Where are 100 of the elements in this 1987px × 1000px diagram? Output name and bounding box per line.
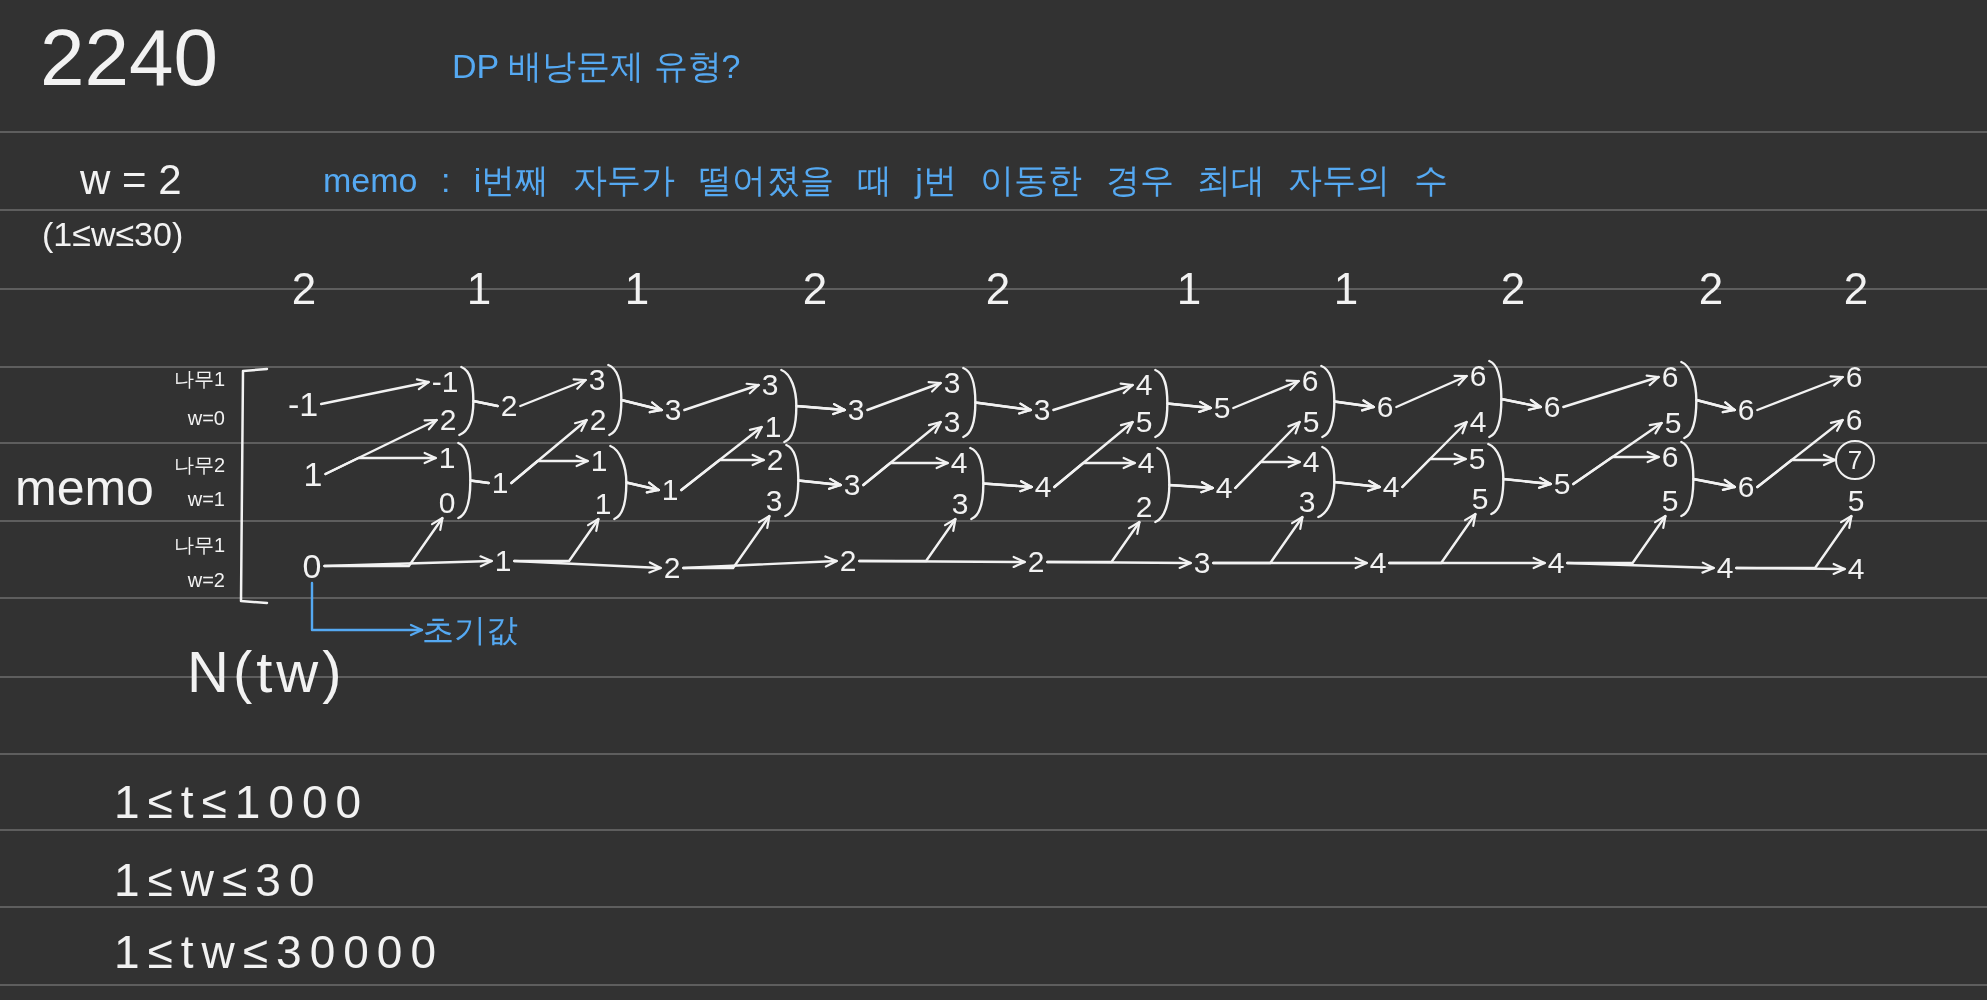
arrow [1234,455,1301,490]
arrow [1046,556,1192,569]
dp-value: 5 [1550,469,1574,499]
arrow [1562,374,1660,409]
matrix-label: memo [15,463,154,513]
note-text: 초기값 [422,614,518,646]
sequence-number: 2 [291,267,317,311]
arrow [510,454,589,485]
bracket-arrow [783,403,846,444]
dp-value: 6 [1842,405,1866,435]
arrow [862,456,949,487]
dp-value: 4 [1134,448,1158,478]
arrow [513,559,662,574]
dp-value: 3 [661,395,685,425]
dp-value: 5 [1844,486,1868,516]
dp-value: 4 [1031,472,1055,502]
constraint-text: 1≤w≤30 [114,857,323,903]
dp-value: 1 [587,446,611,476]
dp-value: 4 [1466,407,1490,437]
bracket-arrow [1488,397,1542,439]
parameter-text: w = 2 [80,159,182,201]
dp-value: 0 [299,549,325,583]
dp-value: 3 [844,395,868,425]
arrow [1735,562,1846,575]
row-label: w=1 [187,489,225,509]
dp-value: 4 [947,448,971,478]
bracket-line [458,399,499,437]
arrow [1388,556,1546,570]
arrow [683,382,760,412]
arrow [858,555,1026,569]
arrow [1053,456,1136,489]
arrow [310,581,424,637]
dp-value: 1 [591,489,615,519]
arrow [1052,382,1134,412]
row-label: w=0 [187,408,225,428]
arrow [1572,450,1660,486]
bracket-arrow [1317,479,1381,519]
arrow [1756,453,1837,489]
sequence-number: 1 [1333,267,1359,311]
sequence-number: 1 [624,267,650,311]
arrow [1401,452,1467,489]
arrow [680,453,765,492]
dp-value: 2 [763,445,787,475]
dp-value: 6 [1658,442,1682,472]
row-label: 나무2 [173,455,225,475]
dp-value: 2 [1024,547,1048,577]
dp-value: 4 [1713,553,1737,583]
dp-value: 6 [1842,362,1866,392]
range-text: (1≤w≤30) [42,217,184,251]
dp-value: 2 [436,405,460,435]
note-text: DP 배낭문제 유형? [452,49,741,83]
dp-value: 6 [1298,366,1322,396]
sequence-number: 2 [802,267,828,311]
sequence-number: 1 [1176,267,1202,311]
dp-value: 4 [1379,472,1403,502]
dp-value: 3 [762,486,786,516]
bracket-arrow [1154,481,1214,524]
dp-value: 5 [1132,407,1156,437]
dp-value: 1 [435,443,459,473]
dp-value: 6 [1540,392,1564,422]
dp-value: 2 [586,405,610,435]
dp-value: 3 [940,407,964,437]
dp-value: 1 [761,412,785,442]
arrow [1756,375,1844,412]
bracket-arrow [613,481,660,521]
dp-value: 6 [1734,472,1758,502]
row-label: 나무1 [173,369,225,389]
bracket-line [457,479,490,520]
dp-value: -1 [428,367,462,397]
dp-value: 2 [497,391,521,421]
dp-value: 2 [1132,492,1156,522]
dp-value: 3 [840,470,864,500]
constraint-text: 1≤tw≤30000 [114,929,444,975]
dp-value: 5 [1661,408,1685,438]
dp-value: 2 [836,546,860,576]
dp-value: 5 [1468,484,1492,514]
bracket-arrow [1154,400,1212,439]
dp-value: 6 [1466,361,1490,391]
dp-value: 6 [1734,395,1758,425]
dp-value: 4 [1212,473,1236,503]
dp-value: 4 [1544,548,1568,578]
dp-value: 5 [1658,486,1682,516]
dp-value: 0 [435,488,459,518]
bracket-arrow [970,480,1033,521]
dp-value: 5 [1299,407,1323,437]
dp-value: 1 [300,457,326,491]
sequence-number: 2 [1500,267,1526,311]
arrow [319,378,430,406]
definition-text: memo : i번째 자두가 떨어졌을 때 j번 이동한 경우 최대 자두의 수 [323,163,1448,197]
dp-value: 4 [1366,548,1390,578]
bracket-arrow [1490,476,1552,516]
dp-value: 3 [758,370,782,400]
dp-value: 3 [1030,395,1054,425]
arrow [324,451,437,476]
arrow [866,381,942,412]
sequence-number: 1 [466,267,492,311]
dp-value: 5 [1210,393,1234,423]
bracket-arrow [608,398,663,437]
arrow [1566,561,1715,574]
dp-value: 6 [1658,362,1682,392]
